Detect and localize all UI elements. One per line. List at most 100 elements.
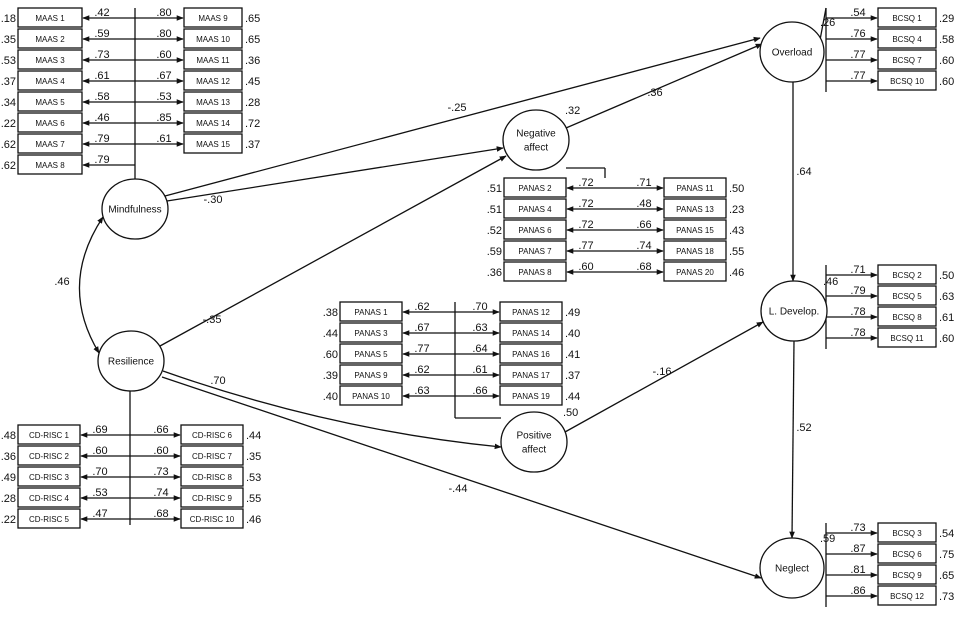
error-value: .44 <box>246 430 261 442</box>
indicator-box <box>877 49 937 70</box>
coef-overload-ldevelop: .64 <box>796 166 811 178</box>
indicator-label: MAAS 9 <box>198 14 228 23</box>
error-value: .28 <box>1 493 16 505</box>
error-value: .50 <box>939 270 954 282</box>
error-value: .60 <box>939 55 954 67</box>
indicator-box <box>663 198 727 219</box>
loading-value: .79 <box>94 133 109 145</box>
indicator-box <box>17 7 83 28</box>
indicator-box <box>17 154 83 175</box>
loading-value: .64 <box>472 343 487 355</box>
indicator-box <box>17 424 81 445</box>
loading-value: .77 <box>578 240 593 252</box>
error-value: .36 <box>245 55 260 67</box>
indicator-box <box>499 343 563 364</box>
indicator-label: CD-RISC 5 <box>29 515 70 524</box>
indicator-label: BCSQ 1 <box>892 14 922 23</box>
error-value: .55 <box>729 246 744 258</box>
indicator-label: PANAS 17 <box>512 371 550 380</box>
indicator-label: PANAS 6 <box>518 226 552 235</box>
indicator-label: CD-RISC 2 <box>29 452 70 461</box>
loading-value: .61 <box>472 364 487 376</box>
error-value: .58 <box>939 34 954 46</box>
latent-label: L. Develop. <box>769 307 820 318</box>
indicator-label: MAAS 8 <box>35 161 65 170</box>
indicator-label: PANAS 15 <box>676 226 714 235</box>
indicator-label: PANAS 3 <box>354 329 388 338</box>
indicator-label: PANAS 12 <box>512 308 550 317</box>
indicator-label: MAAS 13 <box>196 98 230 107</box>
indicator-spine <box>819 7 827 41</box>
error-value: .53 <box>246 472 261 484</box>
indicator-label: PANAS 7 <box>518 247 552 256</box>
indicator-label: MAAS 15 <box>196 140 230 149</box>
error-value: .51 <box>487 183 502 195</box>
loading-value: .53 <box>156 91 171 103</box>
path-res-posaff <box>162 370 502 450</box>
indicator-box <box>663 177 727 198</box>
loading-value: .60 <box>92 445 107 457</box>
indicator-label: PANAS 5 <box>354 350 388 359</box>
loading-value: .66 <box>153 424 168 436</box>
loading-value: .48 <box>636 198 651 210</box>
indicator-box <box>877 564 937 585</box>
path-posaff-ldevelop <box>564 321 764 433</box>
loading-value: .62 <box>414 364 429 376</box>
latent-resilience <box>97 330 165 392</box>
r-squared-value: .32 <box>565 105 580 117</box>
indicator-box <box>17 445 81 466</box>
loading-value: .60 <box>156 49 171 61</box>
indicator-label: BCSQ 8 <box>892 313 922 322</box>
indicator-label: CD-RISC 9 <box>192 494 233 503</box>
loading-value: .81 <box>850 564 865 576</box>
error-value: .75 <box>939 549 954 561</box>
indicator-box <box>183 133 243 154</box>
indicator-box <box>877 522 937 543</box>
error-value: .60 <box>323 349 338 361</box>
loading-value: .62 <box>414 301 429 313</box>
latent-overload <box>759 21 825 83</box>
coef-posaff-ldevelop: -.16 <box>653 366 672 378</box>
coef-res-neglect: -.44 <box>449 483 468 495</box>
loading-value: .47 <box>92 508 107 520</box>
loading-value: .77 <box>850 49 865 61</box>
indicator-label: MAAS 12 <box>196 77 230 86</box>
loading-value: .67 <box>414 322 429 334</box>
error-value: .50 <box>729 183 744 195</box>
indicator-box <box>180 487 244 508</box>
latent-label: Positive <box>516 431 551 442</box>
path-mind-overload <box>164 36 761 197</box>
indicator-box <box>503 261 567 282</box>
error-value: .55 <box>246 493 261 505</box>
indicator-label: PANAS 20 <box>676 268 714 277</box>
latent-label: Neglect <box>775 564 809 575</box>
indicator-label: MAAS 14 <box>196 119 230 128</box>
indicator-box <box>183 70 243 91</box>
indicator-box <box>877 306 937 327</box>
indicator-box <box>877 264 937 285</box>
loading-value: .77 <box>414 343 429 355</box>
indicator-box <box>663 261 727 282</box>
error-value: .65 <box>245 34 260 46</box>
indicator-box <box>503 177 567 198</box>
indicator-label: MAAS 6 <box>35 119 65 128</box>
indicator-label: BCSQ 12 <box>890 592 924 601</box>
indicator-box <box>503 240 567 261</box>
loading-value: .66 <box>636 219 651 231</box>
indicator-label: CD-RISC 3 <box>29 473 70 482</box>
path-mind-res-cov <box>78 216 104 354</box>
error-value: .18 <box>1 13 16 25</box>
loading-value: .72 <box>578 219 593 231</box>
indicator-label: BCSQ 7 <box>892 56 922 65</box>
path-res-negaff <box>159 155 507 347</box>
error-value: .53 <box>1 55 16 67</box>
error-value: .37 <box>565 370 580 382</box>
indicator-box <box>877 28 937 49</box>
loading-value: .87 <box>850 543 865 555</box>
latent-label: Overload <box>772 48 813 59</box>
r-squared-value: .50 <box>563 407 578 419</box>
coef-res-posaff: .70 <box>210 375 225 387</box>
indicator-box <box>339 322 403 343</box>
loading-value: .73 <box>94 49 109 61</box>
